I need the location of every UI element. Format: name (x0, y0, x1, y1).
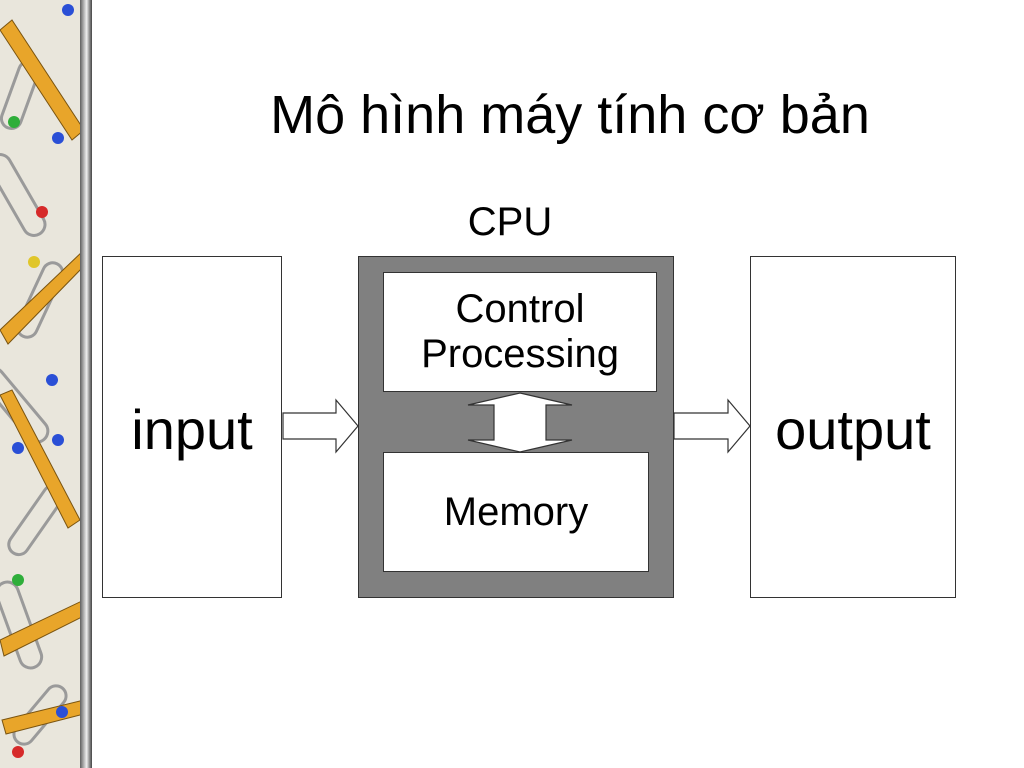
bidirectional-arrow (467, 392, 573, 453)
slide-title: Mô hình máy tính cơ bản (270, 85, 870, 145)
sidebar-illustration (0, 4, 84, 758)
processing-label: Processing (421, 332, 619, 376)
input-to-cpu-arrow (282, 398, 359, 454)
control-processing-block: Control Processing (383, 272, 657, 392)
sidebar-divider (80, 0, 92, 768)
input-block: input (102, 256, 282, 598)
cpu-to-output-arrow (673, 398, 751, 454)
output-block: output (750, 256, 956, 598)
cpu-label: CPU (467, 200, 553, 244)
pencil-icons (0, 19, 84, 735)
memory-block: Memory (383, 452, 649, 572)
control-label: Control (455, 287, 585, 332)
output-label: output (775, 398, 931, 461)
memory-label: Memory (443, 489, 589, 534)
input-label: input (131, 398, 253, 461)
pushpin-icons (8, 4, 74, 758)
decorative-sidebar (0, 0, 84, 768)
